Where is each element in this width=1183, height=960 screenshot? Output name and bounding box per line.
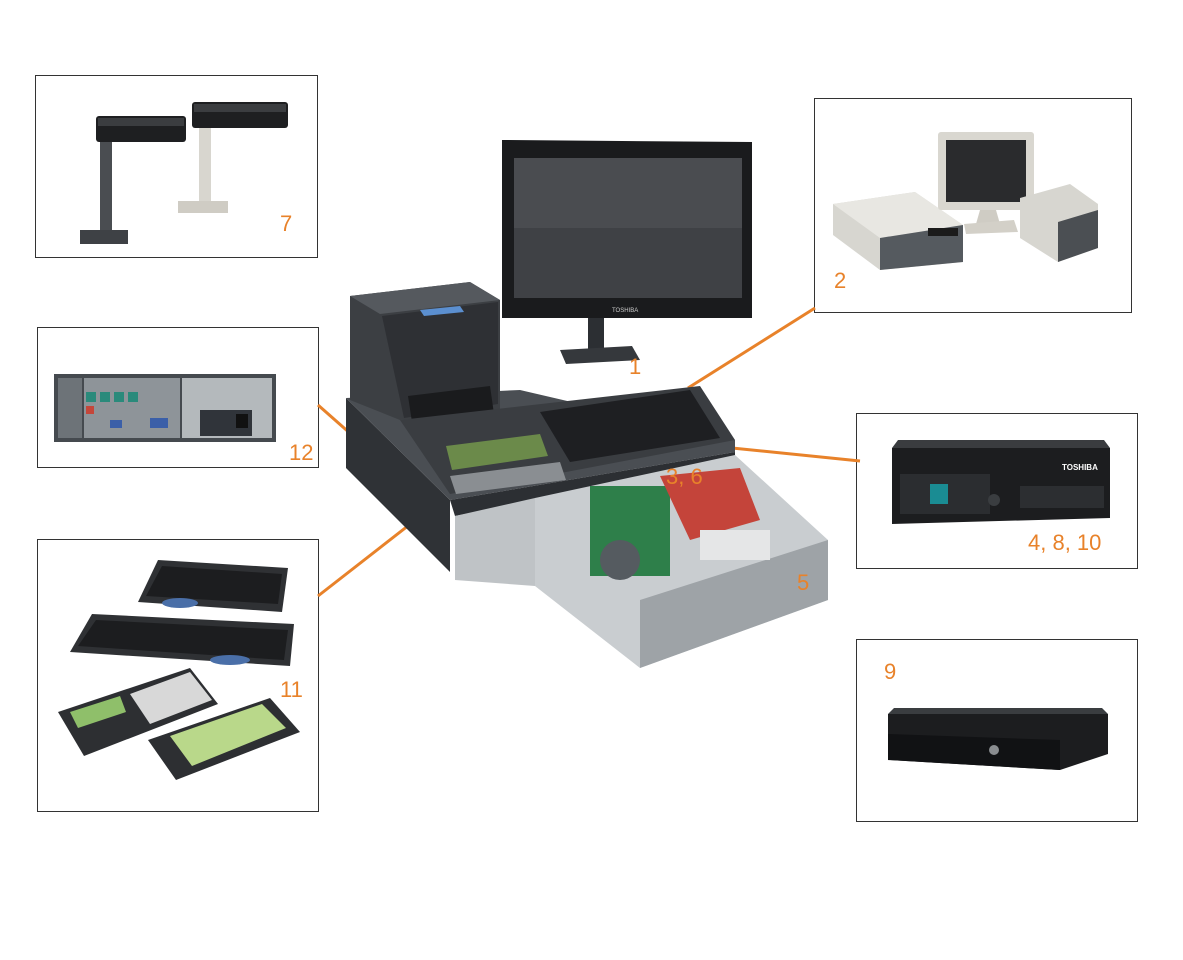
label-base: 5 xyxy=(797,570,810,595)
label-internal: 3, 6 xyxy=(666,464,703,489)
leader-line-2 xyxy=(687,306,816,390)
label-rear-io: 12 xyxy=(289,440,314,465)
controller-brand-label: TOSHIBA xyxy=(1062,463,1098,472)
cash-drawer-group xyxy=(888,708,1108,770)
label-pos-system: 2 xyxy=(834,268,847,293)
operator-display xyxy=(446,434,548,470)
main-terminal: TOSHIBA xyxy=(346,140,828,668)
controller-group: TOSHIBA xyxy=(892,440,1110,524)
leader-line-4-8-10 xyxy=(731,446,861,463)
label-keyboards: 11 xyxy=(280,677,303,702)
label-display: 7 xyxy=(280,211,293,236)
label-main: 1 xyxy=(629,354,642,379)
keyboards-group xyxy=(58,560,300,780)
rear-io-group xyxy=(54,374,276,442)
monitor-brand-label: TOSHIBA xyxy=(612,308,638,314)
display-pole-dark xyxy=(80,116,186,244)
display-pole-light xyxy=(178,102,288,213)
pos-system-group xyxy=(833,132,1098,270)
label-cash-drawer: 9 xyxy=(884,659,897,684)
label-controller: 4, 8, 10 xyxy=(1028,530,1102,555)
